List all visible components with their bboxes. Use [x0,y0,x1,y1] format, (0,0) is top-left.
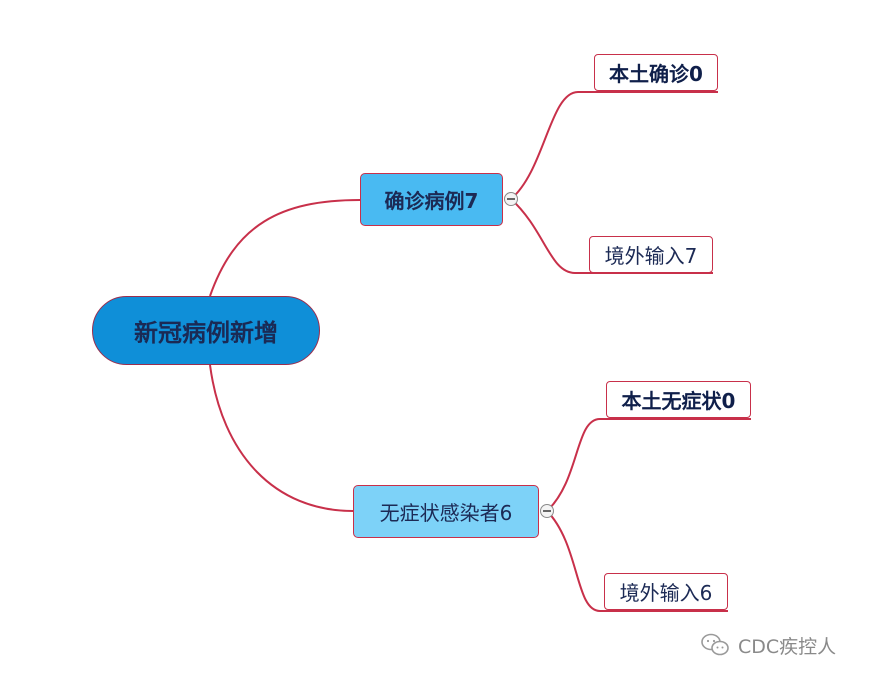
root-node-label: 新冠病例新增 [134,319,278,347]
connector-asymptomatic-to-local [546,418,751,512]
leaf-node-local-asymptomatic[interactable]: 本土无症状0 [606,381,751,418]
branch-node-label: 确诊病例7 [384,189,479,213]
wechat-icon [701,633,729,656]
minus-icon [543,510,551,512]
connector-confirmed-to-imported [510,198,713,274]
collapse-toggle-asymptomatic[interactable] [540,504,554,518]
collapse-toggle-confirmed[interactable] [504,192,518,206]
watermark-label: CDC疾控人 [738,635,837,658]
root-node[interactable]: 新冠病例新增 [92,296,320,365]
leaf-node-imported-confirmed[interactable]: 境外输入7 [589,236,713,273]
connector-root-to-confirmed [209,199,361,297]
connector-asymptomatic-to-imported [546,510,728,612]
leaf-node-local-confirmed[interactable]: 本土确诊0 [594,54,718,91]
watermark: CDC疾控人 [700,631,836,659]
branch-node-asymptomatic[interactable]: 无症状感染者6 [353,485,539,538]
connector-confirmed-to-local [510,91,718,200]
branch-node-label: 无症状感染者6 [379,501,513,525]
minus-icon [507,198,515,200]
connector-root-to-asymptomatic [209,364,354,512]
leaf-node-imported-asymptomatic[interactable]: 境外输入6 [604,573,728,610]
leaf-node-label: 境外输入6 [619,581,713,605]
branch-node-confirmed[interactable]: 确诊病例7 [360,173,503,226]
leaf-node-label: 本土确诊0 [609,62,703,86]
leaf-node-label: 境外输入7 [604,244,698,268]
leaf-node-label: 本土无症状0 [621,389,736,413]
